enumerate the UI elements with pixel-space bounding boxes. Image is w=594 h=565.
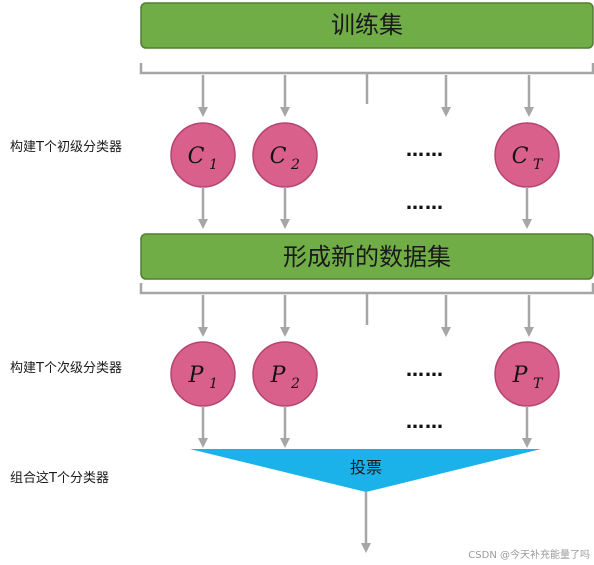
svg-text:P: P xyxy=(512,363,529,388)
vote-funnel: 投票 xyxy=(190,449,541,492)
primary-ellipsis-row2: …… xyxy=(406,193,444,214)
svg-text:2: 2 xyxy=(290,376,300,392)
svg-text:C: C xyxy=(188,144,205,169)
secondary-ellipsis-row1: …… xyxy=(406,360,444,381)
secondary-node-pt: P T xyxy=(494,341,560,407)
top-bracket xyxy=(139,63,594,104)
bracket-to-primary-arrows xyxy=(198,75,534,117)
svg-text:T: T xyxy=(533,157,544,173)
secondary-node-p2: P 2 xyxy=(252,341,318,407)
secondary-ellipsis-row2: …… xyxy=(406,412,444,433)
new-dataset-bar: 形成新的数据集 xyxy=(140,233,594,280)
svg-text:1: 1 xyxy=(209,376,218,392)
training-set-bar: 训练集 xyxy=(140,2,594,49)
new-dataset-label: 形成新的数据集 xyxy=(283,243,451,271)
primary-node-c1: C 1 xyxy=(170,122,236,188)
svg-text:C: C xyxy=(512,144,529,169)
svg-text:1: 1 xyxy=(209,157,218,173)
svg-text:2: 2 xyxy=(290,157,300,173)
primary-ellipsis-row1: …… xyxy=(406,140,444,161)
csdn-watermark: CSDN @今天补充能量了吗 xyxy=(468,548,590,561)
primary-node-ct: C T xyxy=(494,122,560,188)
secondary-node-p1: P 1 xyxy=(170,341,236,407)
bracket-to-secondary-arrows xyxy=(198,295,534,337)
svg-text:P: P xyxy=(270,363,287,388)
primary-to-dataset-arrows xyxy=(198,187,532,229)
middle-bracket xyxy=(139,283,594,325)
vote-label: 投票 xyxy=(350,458,382,477)
training-set-label: 训练集 xyxy=(331,11,403,39)
primary-node-c2: C 2 xyxy=(252,122,318,188)
svg-text:C: C xyxy=(270,144,287,169)
svg-text:P: P xyxy=(188,363,205,388)
primary-classifiers-label: 构建T个初级分类器 xyxy=(10,140,122,155)
svg-text:T: T xyxy=(533,376,544,392)
combine-classifiers-label: 组合这T个分类器 xyxy=(10,470,109,486)
secondary-to-vote-arrows xyxy=(198,406,532,448)
secondary-classifiers-label: 构建T个次级分类器 xyxy=(10,360,122,376)
